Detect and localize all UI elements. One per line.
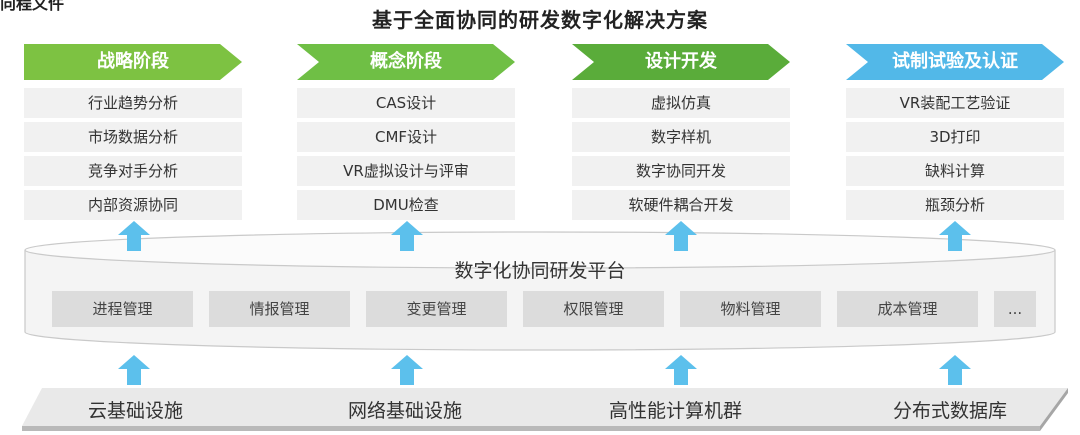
phase-trial-item: 3D打印 [846,122,1064,154]
module-change: 变更管理 [366,291,507,327]
platform-label: 数字化协同研发平台 [454,260,626,282]
phase-concept-item: DMU检查 [297,190,515,222]
phase-design-item: 软硬件耦合开发 [572,190,790,222]
phase-strategy-item: 竞争对手分析 [24,156,242,188]
phase-design: 设计开发 虚拟仿真 数字样机 数字协同开发 软硬件耦合开发 [572,44,790,266]
chevron-banner-icon [297,44,515,80]
module-intelligence: 情报管理 [209,291,350,327]
up-arrow-icon [118,355,150,385]
phase-design-label: 设计开发 [645,51,717,72]
phase-design-item: 数字协同开发 [572,156,790,188]
up-arrow-icon [391,355,423,385]
platform-cylinder [24,231,1056,351]
phase-strategy-item: 内部资源协同 [24,190,242,222]
module-cost: 成本管理 [837,291,978,327]
chevron-banner-icon [24,44,242,80]
phase-trial-item: 瓶颈分析 [846,190,1064,222]
infra-cloud: 云基础设施 [88,400,184,422]
infra-hpc: 高性能计算机群 [609,400,743,422]
chevron-banner-icon [846,44,1064,80]
module-more: ... [994,291,1036,327]
corner-fragment-text: 向程义件 [0,0,65,13]
chevron-banner-icon [572,44,790,80]
module-material: 物料管理 [680,291,821,327]
phase-design-item: 数字样机 [572,122,790,154]
phase-concept: 概念阶段 CAS设计 CMF设计 VR虚拟设计与评审 DMU检查 [297,44,515,266]
phase-concept-banner: 概念阶段 [297,44,515,80]
phase-trial-item: 缺料计算 [846,156,1064,188]
phase-concept-item: CAS设计 [297,88,515,120]
infra-database: 分布式数据库 [893,400,1008,422]
infrastructure-slab [22,388,1068,431]
phase-strategy-item: 市场数据分析 [24,122,242,154]
phase-concept-label: 概念阶段 [370,51,442,72]
phase-strategy-label: 战略阶段 [97,51,169,72]
up-arrow-icon [118,221,150,251]
phase-design-item: 虚拟仿真 [572,88,790,120]
module-permission: 权限管理 [523,291,664,327]
module-progress: 进程管理 [52,291,193,327]
up-arrow-icon [939,221,971,251]
infra-network: 网络基础设施 [348,400,463,422]
diagram-title: 基于全面协同的研发数字化解决方案 [372,8,708,32]
phase-strategy: 战略阶段 行业趋势分析 市场数据分析 竞争对手分析 内部资源协同 [24,44,242,266]
phase-trial-banner: 试制试验及认证 [846,44,1064,80]
phase-trial-label: 试制试验及认证 [892,51,1018,72]
phase-trial: 试制试验及认证 VR装配工艺验证 3D打印 缺料计算 瓶颈分析 [846,44,1064,266]
phase-concept-item: CMF设计 [297,122,515,154]
up-arrow-icon [391,221,423,251]
phase-strategy-banner: 战略阶段 [24,44,242,80]
phase-design-banner: 设计开发 [572,44,790,80]
up-arrow-icon [939,355,971,385]
phase-concept-item: VR虚拟设计与评审 [297,156,515,188]
phase-trial-item: VR装配工艺验证 [846,88,1064,120]
up-arrow-icon [665,221,697,251]
up-arrow-icon [665,355,697,385]
phase-strategy-item: 行业趋势分析 [24,88,242,120]
